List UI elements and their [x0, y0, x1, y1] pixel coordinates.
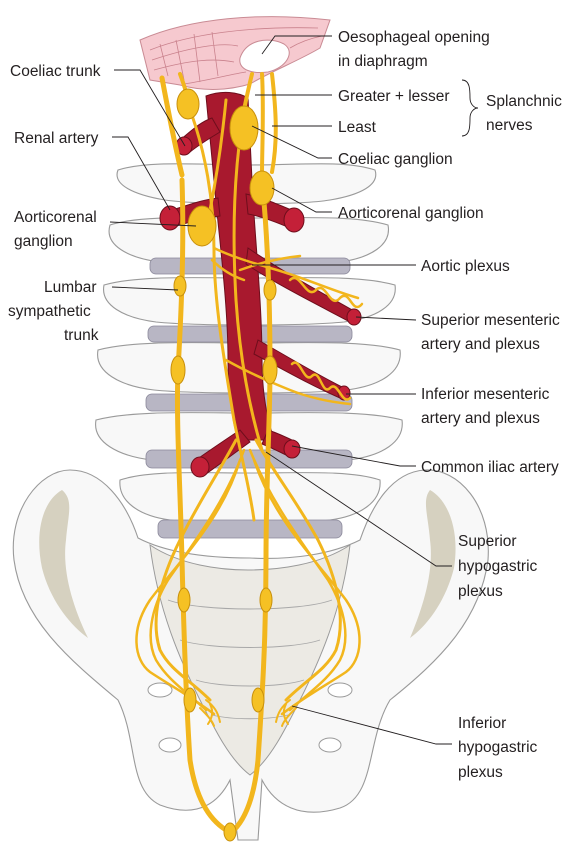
- label-coeliac-ganglion: Coeliac ganglion: [338, 151, 453, 168]
- splanchnic-brace: [462, 80, 478, 136]
- splanchnic-nerve: [272, 74, 276, 172]
- sacral-foramen: [319, 738, 341, 752]
- label-sup-mesenteric-1: Superior mesenteric: [421, 312, 560, 329]
- sacral-foramen: [328, 683, 352, 697]
- sacral-ganglion: [184, 688, 196, 712]
- label-lumbar-3: trunk: [64, 327, 99, 344]
- label-inf-mesenteric-1: Inferior mesenteric: [421, 386, 550, 403]
- lumbar-ganglion: [264, 280, 276, 300]
- label-inf-mesenteric-2: artery and plexus: [421, 410, 540, 427]
- ganglion-impar: [224, 823, 236, 841]
- label-greater-lesser: Greater + lesser: [338, 88, 450, 105]
- label-renal-artery: Renal artery: [14, 130, 99, 147]
- diaphragm: [140, 17, 330, 90]
- label-common-iliac: Common iliac artery: [421, 459, 559, 476]
- coeliac-ganglion-right: [177, 89, 199, 119]
- label-least: Least: [338, 119, 377, 136]
- label-splanchnic-2: nerves: [486, 117, 533, 134]
- label-lumbar-1: Lumbar: [44, 279, 97, 296]
- lumbar-ganglion: [263, 356, 277, 384]
- label-splanchnic-1: Splanchnic: [486, 93, 562, 110]
- splanchnic-nerve: [262, 74, 263, 174]
- common-iliac-right-end: [191, 457, 209, 477]
- label-sup-mesenteric-2: artery and plexus: [421, 336, 540, 353]
- splanchnic-nerve: [162, 78, 182, 175]
- label-inf-hypogastric-3: plexus: [458, 764, 503, 781]
- sacral-ganglion: [178, 588, 190, 612]
- label-lumbar-2: sympathetic: [8, 303, 91, 320]
- label-aortic-plexus: Aortic plexus: [421, 258, 510, 275]
- label-inf-hypogastric-1: Inferior: [458, 715, 506, 732]
- label-oesophageal-opening-2: in diaphragm: [338, 53, 428, 70]
- leader-sup-mesenteric: [356, 317, 416, 320]
- label-coeliac-trunk: Coeliac trunk: [10, 63, 101, 80]
- label-aorticorenal-ganglion-left-2: ganglion: [14, 233, 73, 250]
- label-aorticorenal-ganglion-right: Aorticorenal ganglion: [338, 205, 484, 222]
- label-oesophageal-opening-1: Oesophageal opening: [338, 29, 490, 46]
- renal-artery-left-end: [284, 208, 304, 232]
- label-sup-hypogastric-2: hypogastric: [458, 558, 538, 575]
- aorticorenal-ganglion-left: [250, 171, 274, 205]
- lumbar-ganglion: [171, 356, 185, 384]
- lumbar-ganglion: [174, 276, 186, 296]
- sacral-foramen: [159, 738, 181, 752]
- label-aorticorenal-ganglion-left-1: Aorticorenal: [14, 209, 97, 226]
- common-iliac-left-end: [284, 440, 300, 458]
- label-sup-hypogastric-1: Superior: [458, 533, 517, 550]
- label-inf-hypogastric-2: hypogastric: [458, 739, 538, 756]
- label-sup-hypogastric-3: plexus: [458, 583, 503, 600]
- sacral-ganglion: [260, 588, 272, 612]
- coeliac-ganglion-left: [230, 106, 258, 150]
- sacral-ganglion: [252, 688, 264, 712]
